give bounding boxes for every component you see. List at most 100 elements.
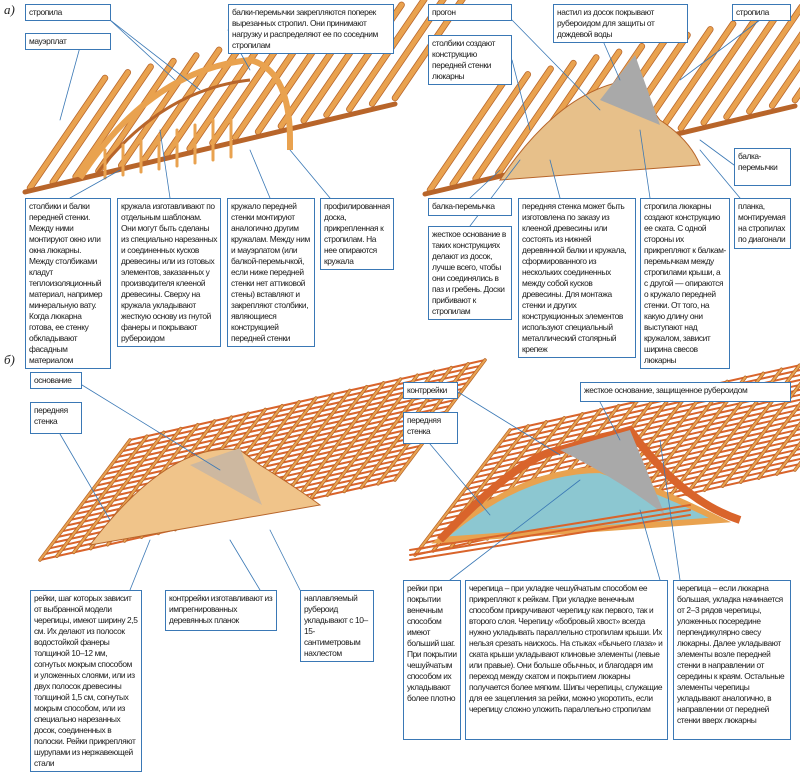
- rafter: [678, 15, 759, 131]
- label-beam: балка-перемычка: [428, 198, 512, 216]
- mauerlat: [22, 101, 398, 195]
- batten: [129, 359, 486, 441]
- leader-line: [449, 479, 581, 581]
- label-counter-battens-right: контррейки: [403, 382, 458, 399]
- tile-row: [409, 509, 691, 556]
- leader-line: [229, 539, 261, 591]
- leader-line: [109, 19, 201, 91]
- counter-batten: [414, 429, 511, 556]
- rafter: [95, 58, 176, 174]
- rafter: [27, 75, 108, 191]
- label-purlin: прогон: [428, 4, 512, 21]
- label-decking: настил из досок покрывают рубероидом для…: [553, 4, 688, 43]
- counter-batten: [292, 381, 385, 504]
- counter-batten: [55, 435, 148, 558]
- leader-line: [469, 169, 501, 199]
- leader-line: [429, 443, 491, 516]
- counter-batten: [739, 402, 800, 484]
- label-front-wall-b: передняя стенка: [30, 402, 82, 434]
- felt-peak: [600, 55, 660, 125]
- leader-line: [59, 46, 81, 121]
- counter-batten: [721, 382, 800, 488]
- rafter: [450, 71, 531, 187]
- label-battens: рейки, шаг которых зависит от выбранной …: [30, 590, 142, 772]
- counter-batten: [39, 439, 131, 561]
- label-rafters-right: стропила: [732, 4, 791, 21]
- label-beams-right: балка-перемычки: [734, 148, 791, 186]
- rafter: [655, 21, 736, 137]
- batten: [103, 393, 461, 476]
- rafter: [724, 4, 800, 120]
- leader-line: [109, 19, 176, 81]
- rafter: [118, 53, 199, 168]
- counter-batten: [326, 374, 419, 497]
- batten: [468, 408, 800, 485]
- batten: [94, 404, 452, 487]
- label-arches: кружала изготавливают по отдельным шабло…: [117, 198, 221, 347]
- rafter: [187, 36, 268, 152]
- label-posts-right: столбики создают конструкцию передней ст…: [428, 35, 512, 85]
- counter-batten: [309, 378, 402, 501]
- batten: [463, 413, 800, 491]
- leader-line: [699, 139, 735, 166]
- batten: [99, 399, 456, 481]
- rafter: [495, 60, 576, 176]
- leader-line: [679, 19, 761, 81]
- rafter: [769, 60, 800, 109]
- label-base: основание: [30, 372, 82, 389]
- felt-peak: [560, 430, 665, 515]
- batten: [495, 378, 800, 449]
- label-tiles-scale: черепица – при укладке чешуйчатым способ…: [465, 580, 668, 740]
- leader-line: [269, 529, 301, 591]
- leader-line: [81, 384, 221, 471]
- label-front-wall-right: передняя стенка: [403, 412, 458, 444]
- rafter: [73, 64, 154, 180]
- rafter: [746, 32, 800, 114]
- leader-line: [129, 539, 151, 591]
- arch: [77, 56, 293, 180]
- leader-line: [639, 509, 661, 581]
- counter-batten: [757, 422, 800, 480]
- leader-line: [289, 149, 331, 199]
- leader-line: [699, 149, 741, 199]
- leader-line: [659, 439, 681, 581]
- label-tiles-large: черепица – если люкарна большая, укладка…: [673, 580, 791, 740]
- batten: [472, 403, 800, 479]
- label-rigid-base: жесткое основание в таких конструкциях д…: [428, 226, 512, 320]
- label-battens-right: рейки при покрытии венечным способом име…: [403, 580, 461, 740]
- leader-line: [69, 169, 121, 199]
- dormer-base: [88, 448, 322, 546]
- rafter: [427, 77, 508, 193]
- leader-line: [59, 433, 111, 521]
- label-rigid-base-felt: жесткое основание, защищенное рубероидом: [580, 382, 791, 402]
- batten: [486, 388, 800, 461]
- label-felt: наплавляемый рубероид укладывают с 10–15…: [300, 590, 374, 662]
- leader-line: [511, 59, 531, 131]
- leader-line: [599, 401, 621, 441]
- label-rafters: стропила: [25, 4, 111, 21]
- panel-b-label: б): [4, 352, 15, 367]
- leader-line: [639, 129, 651, 199]
- counter-batten: [72, 431, 165, 554]
- leader-line: [159, 129, 171, 199]
- label-posts-front-wall: столбики и балки передней стенки. Между …: [25, 198, 111, 369]
- label-front-arch: кружало передней стенки монтируют аналог…: [227, 198, 315, 347]
- label-mauerlat: мауэрплат: [25, 33, 111, 50]
- leader-line: [511, 19, 601, 111]
- leader-line: [457, 391, 561, 456]
- label-front-wall: передняя стенка может быть изготовлена п…: [518, 198, 636, 358]
- batten: [107, 387, 465, 470]
- rafter: [473, 66, 554, 182]
- label-counter-battens: контррейки изготавливают из импрегнирова…: [165, 590, 277, 631]
- rafter: [701, 10, 782, 125]
- tile-row: [409, 504, 691, 551]
- leader-line: [469, 159, 521, 227]
- batten: [90, 410, 448, 493]
- rafter: [50, 69, 131, 185]
- label-profiled-board: профилированная доска, прикрепленная к с…: [320, 198, 394, 270]
- leader-line: [549, 159, 561, 199]
- label-dormer-rafters: стропила люкарны создают конструкцию ее …: [640, 198, 730, 369]
- label-plank: планка, монтируемая на стропилах по диаг…: [734, 198, 791, 249]
- arch: [93, 78, 251, 177]
- rafter: [346, 0, 427, 112]
